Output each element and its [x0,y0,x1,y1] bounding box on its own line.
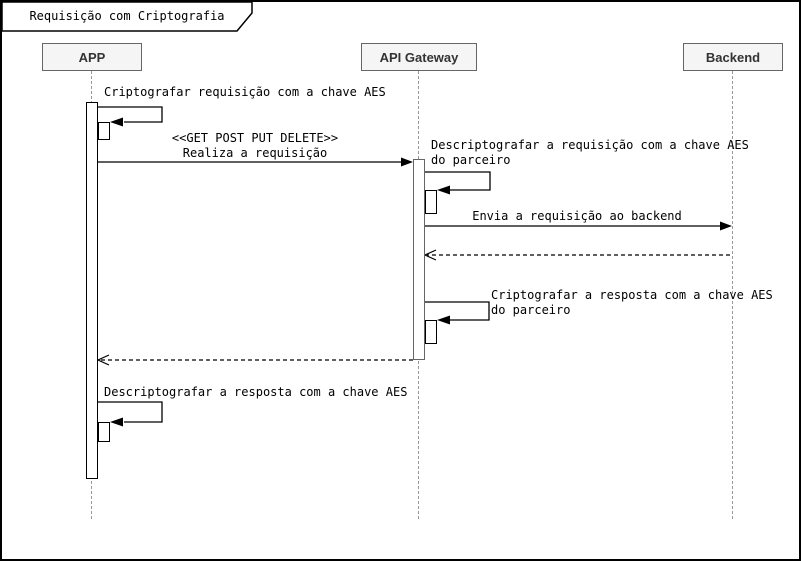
frame-tab-polygon [2,2,253,32]
arrowhead-open-m5 [423,249,437,261]
message-label-m2-line1: <<GET POST PUT DELETE>> [171,131,339,145]
activation-api-gateway-nested-1 [425,190,437,214]
message-label-m3-line2: do parceiro [431,153,511,167]
frame-tab-shape [2,2,253,32]
message-line-m1 [98,106,163,123]
participant-backend-label: Backend [705,49,761,65]
participant-api-gateway-label: API Gateway [379,49,459,65]
arrowhead-filled-m2 [401,157,413,167]
participant-app-label: APP [78,49,106,65]
participant-app: APP [42,43,142,71]
arrowhead-filled-m1 [110,117,123,127]
message-label-m6-line2: do parceiro [491,303,571,317]
arrowhead-filled-m6 [437,315,450,325]
message-label-m4-line1: Envia a requisição ao backend [472,209,682,223]
message-label-m6: Criptografar a resposta com a chave AES … [491,288,773,318]
participant-backend: Backend [683,43,783,71]
message-label-m3-line1: Descriptografar a requisição com a chave… [431,138,749,152]
message-label-m3: Descriptografar a requisição com a chave… [431,138,749,168]
message-line-m6 [425,301,490,321]
activation-app-nested-1 [98,122,110,140]
message-label-m2-line2: Realiza a requisição [182,146,328,160]
message-label-m8: Descriptografar a resposta com a chave A… [104,385,408,399]
activation-api-gateway-nested-2 [425,320,437,344]
message-line-m8 [98,401,163,423]
activation-app-main [86,102,98,479]
participant-api-gateway: API Gateway [361,43,477,71]
message-line-m3 [425,171,491,191]
arrowhead-filled-m3 [437,185,450,195]
activation-app-nested-2 [98,422,110,442]
message-label-m6-line1: Criptografar a resposta com a chave AES [491,288,773,302]
message-label-m2: <<GET POST PUT DELETE>> Realiza a requis… [130,131,380,161]
activation-api-gateway-main [413,159,425,360]
arrowhead-filled-m8 [110,417,123,427]
message-label-m4: Envia a requisição ao backend [427,209,727,224]
lifeline-backend [732,71,733,519]
message-label-m1: Criptografar requisição com a chave AES [104,85,386,99]
arrowhead-open-m7 [96,354,110,366]
diagram-title: Requisição com Criptografia [29,9,225,23]
